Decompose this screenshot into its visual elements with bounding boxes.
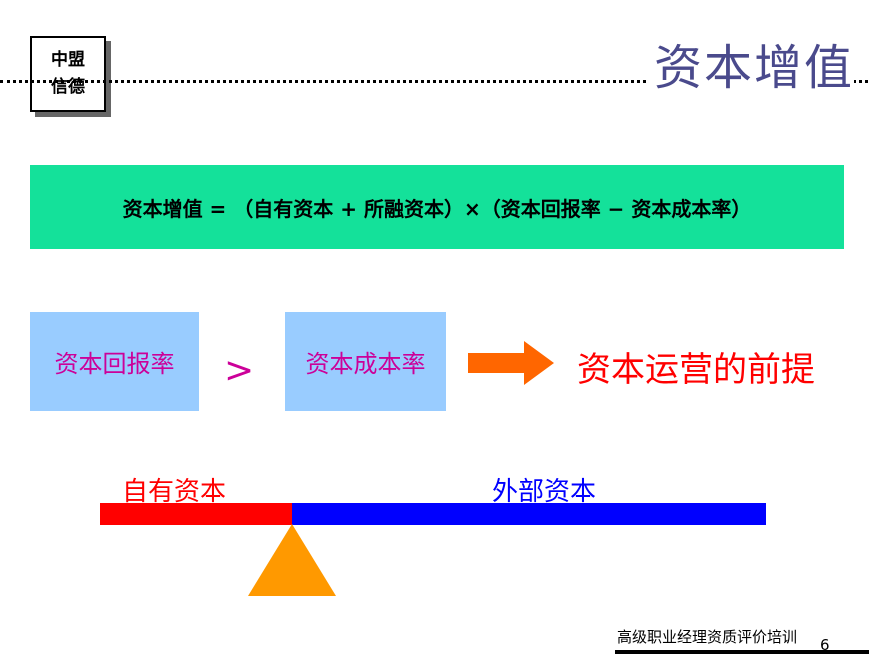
right-arrow-icon (468, 341, 554, 385)
formula-box: 资本增值 = （自有资本 + 所融资本）×（资本回报率 − 资本成本率） (30, 165, 844, 249)
external-capital-bar (292, 503, 766, 525)
footer-course-title: 高级职业经理资质评价培训 (617, 628, 798, 646)
page-number: 6 (820, 636, 830, 654)
fulcrum-triangle-icon (248, 524, 336, 596)
header-dotted-divider (0, 80, 868, 83)
capital-return-rate-box: 资本回报率 (30, 312, 199, 411)
own-capital-label: 自有资本 (122, 477, 227, 507)
greater-than-sign: > (224, 350, 255, 391)
logo-line-2: 信德 (51, 77, 85, 97)
capital-return-rate-label: 资本回报率 (54, 350, 175, 378)
capital-operation-premise: 资本运营的前提 (577, 350, 815, 390)
external-capital-label: 外部资本 (492, 477, 597, 507)
own-capital-bar (100, 503, 292, 525)
company-logo: 中盟 信德 (30, 36, 106, 112)
capital-cost-rate-label: 资本成本率 (305, 350, 426, 378)
formula-text: 资本增值 = （自有资本 + 所融资本）×（资本回报率 − 资本成本率） (122, 196, 752, 221)
capital-cost-rate-box: 资本成本率 (285, 312, 446, 411)
slide-title: 资本增值 (647, 28, 854, 98)
footer-underline (615, 650, 869, 654)
logo-line-1: 中盟 (51, 50, 85, 70)
